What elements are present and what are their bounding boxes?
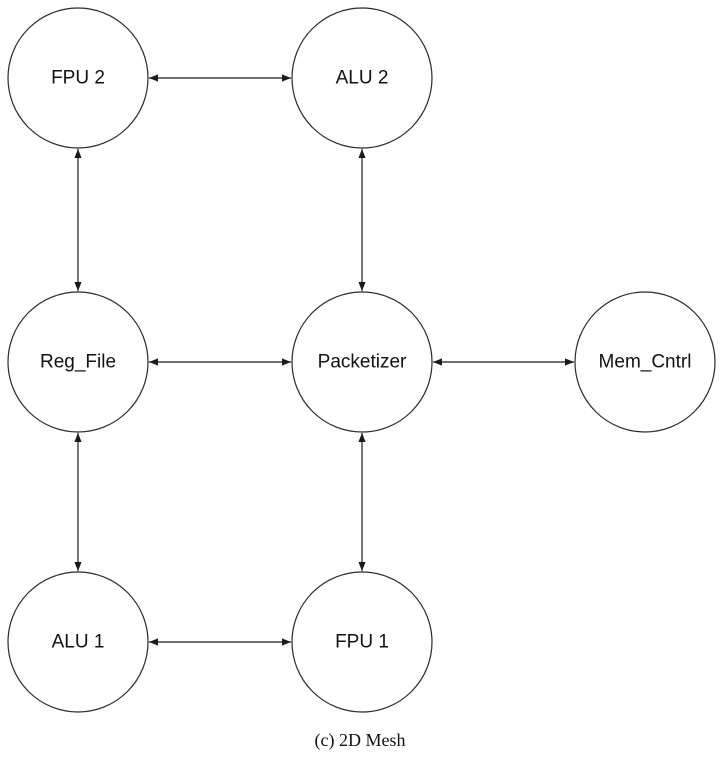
node-alu2: ALU 2 [291, 7, 433, 149]
diagram-caption: (c) 2D Mesh [314, 730, 406, 750]
node-label-fpu1: FPU 1 [335, 632, 389, 653]
node-circle-alu1 [7, 571, 149, 713]
node-memcntrl: Mem_Cntrl [574, 291, 716, 433]
node-circle-packetizer [291, 291, 433, 433]
mesh-diagram: FPU 2 ALU 2 Reg_File Packetizer Mem_CntrlALU… [7, 7, 716, 713]
node-regfile: Reg_File [7, 291, 149, 433]
node-circle-regfile [7, 291, 149, 433]
node-circle-fpu2 [7, 7, 149, 149]
node-label-alu2: ALU 2 [336, 68, 389, 89]
node-alu1: ALU 1 [7, 571, 149, 713]
node-label-memcntrl: Mem_Cntrl [599, 352, 692, 373]
node-circle-alu2 [291, 7, 433, 149]
node-fpu2: FPU 2 [7, 7, 149, 149]
node-fpu1: FPU 1 [291, 571, 433, 713]
node-label-packetizer: Packetizer [318, 352, 407, 373]
node-circle-memcntrl [574, 291, 716, 433]
node-circle-fpu1 [291, 571, 433, 713]
node-label-alu1: ALU 1 [52, 632, 105, 653]
node-label-regfile: Reg_File [40, 352, 116, 373]
node-packetizer: Packetizer [291, 291, 433, 433]
node-label-fpu2: FPU 2 [51, 68, 105, 89]
edges-layer [74, 74, 574, 646]
nodes-layer: FPU 2 ALU 2 Reg_File Packetizer Mem_CntrlALU… [7, 7, 716, 713]
